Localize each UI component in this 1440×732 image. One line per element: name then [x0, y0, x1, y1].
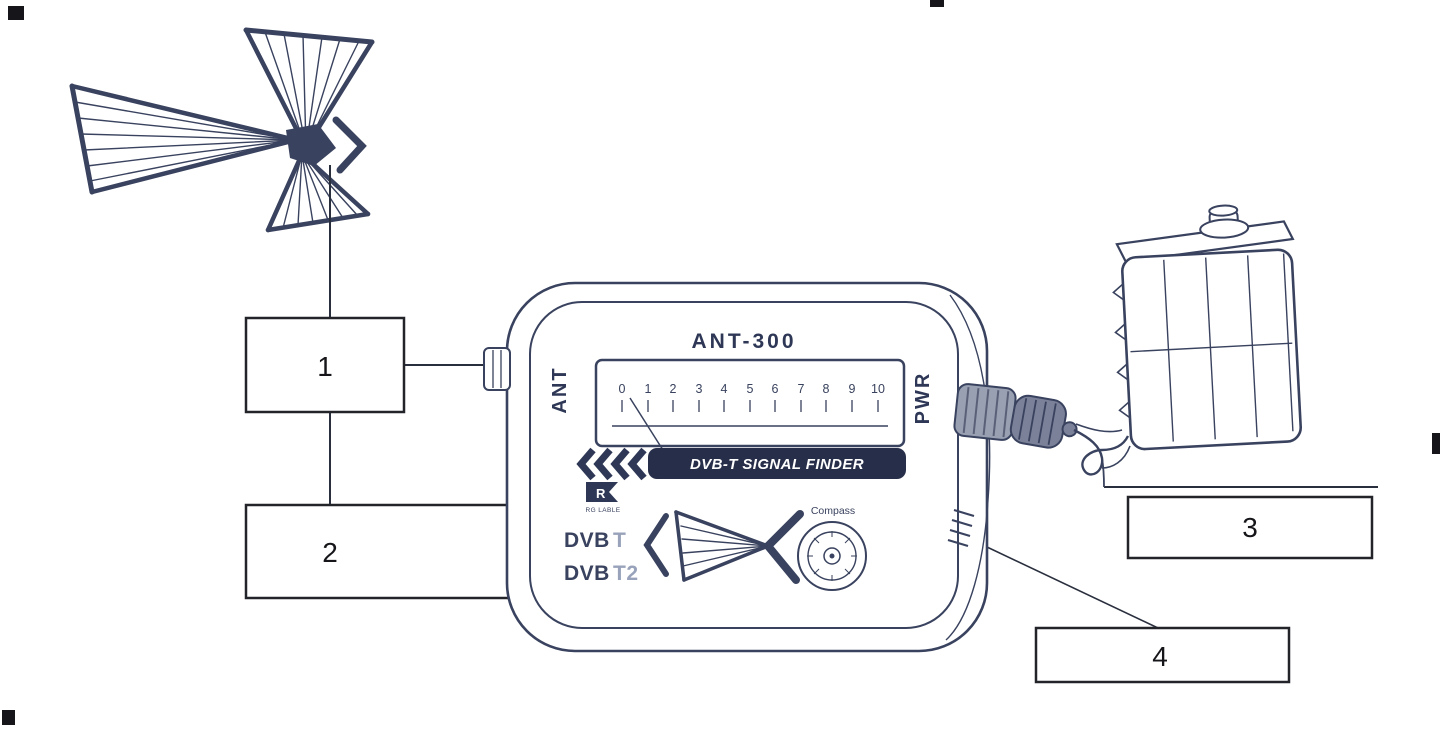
device-model-label: ANT-300 — [691, 330, 796, 353]
antenna-feed-element — [332, 116, 367, 174]
registration-mark — [930, 0, 944, 7]
standard-dvbt2-base: DVB — [564, 562, 610, 585]
battery-knob-base — [1199, 218, 1250, 239]
standard-dvbt-variant: T — [613, 529, 626, 552]
compass-label: Compass — [811, 505, 855, 517]
callout-box-2: 2 — [244, 503, 512, 600]
ant-input-connector — [483, 347, 511, 391]
meter-tick-marks — [621, 400, 879, 412]
callout-number-3: 3 — [1242, 512, 1258, 543]
pwr-port-label: PWR — [912, 372, 934, 425]
mini-antenna-icon — [643, 510, 804, 584]
callout-number-2: 2 — [322, 537, 338, 568]
antenna-lower-fan — [265, 151, 371, 233]
scale-tick-label: 8 — [823, 382, 830, 396]
scale-tick-label: 6 — [772, 382, 779, 396]
leader-line-box4 — [967, 537, 1159, 629]
callout-number-4: 4 — [1152, 641, 1168, 672]
brand-logo-flag — [586, 482, 618, 502]
brand-logo-letter: R — [596, 486, 606, 501]
dvbt-banner: DVB-T SIGNAL FINDER — [648, 448, 906, 479]
scale-tick-label: 7 — [798, 382, 805, 396]
tv-antenna — [69, 27, 375, 233]
scale-tick-label: 0 — [619, 382, 626, 396]
scale-tick-label: 4 — [721, 382, 728, 396]
signal-finder-device: ANT-300 ANT PWR 0 1 2 3 4 5 6 7 8 9 10 — [505, 281, 991, 653]
callout-box-1: 1 — [244, 316, 406, 414]
scale-tick-label: 5 — [747, 382, 754, 396]
pwr-connector-barrel — [953, 383, 1017, 441]
standard-dvbt-base: DVB — [564, 529, 610, 552]
battery-contact-springs — [1112, 283, 1131, 419]
power-plug — [1009, 394, 1078, 449]
side-ridges — [947, 508, 975, 548]
scale-tick-label: 3 — [696, 382, 703, 396]
battery-cell-dividers — [1130, 253, 1294, 442]
callout-box-3: 3 — [1126, 495, 1374, 560]
ant-port-label: ANT — [549, 366, 571, 413]
scale-tick-label: 1 — [645, 382, 652, 396]
power-cable — [1073, 423, 1131, 488]
scale-tick-label: 2 — [670, 382, 677, 396]
registration-mark — [2, 710, 15, 725]
connection-lines — [329, 165, 1378, 629]
antenna-hub — [286, 124, 336, 166]
battery-body — [1121, 248, 1303, 451]
brand-logo-subtext: RG LABLE — [586, 507, 621, 514]
callout-boxes: 1 2 3 4 — [244, 316, 1374, 684]
antenna-left-fan — [69, 83, 299, 195]
compass-ticks — [807, 531, 857, 581]
registration-mark — [1432, 433, 1440, 454]
battery-pack — [1112, 204, 1303, 451]
callout-box-4: 4 — [1034, 626, 1291, 684]
scale-tick-label: 9 — [849, 382, 856, 396]
battery-knob-cap — [1208, 204, 1239, 217]
callout-number-1: 1 — [317, 351, 333, 382]
brand-logo: R RG LABLE — [586, 482, 621, 514]
chevrons-icon — [576, 447, 647, 481]
compass-dial: Compass — [797, 505, 867, 591]
standard-dvbt2-variant: T2 — [613, 562, 639, 585]
banner-label: DVB-T SIGNAL FINDER — [690, 456, 864, 473]
scale-tick-label: 10 — [871, 382, 885, 396]
registration-mark — [8, 6, 24, 20]
signal-meter: 0 1 2 3 4 5 6 7 8 9 10 — [594, 358, 906, 459]
device-depth-edge — [945, 294, 991, 641]
standards-labels: DVB T DVB T2 — [564, 529, 639, 585]
